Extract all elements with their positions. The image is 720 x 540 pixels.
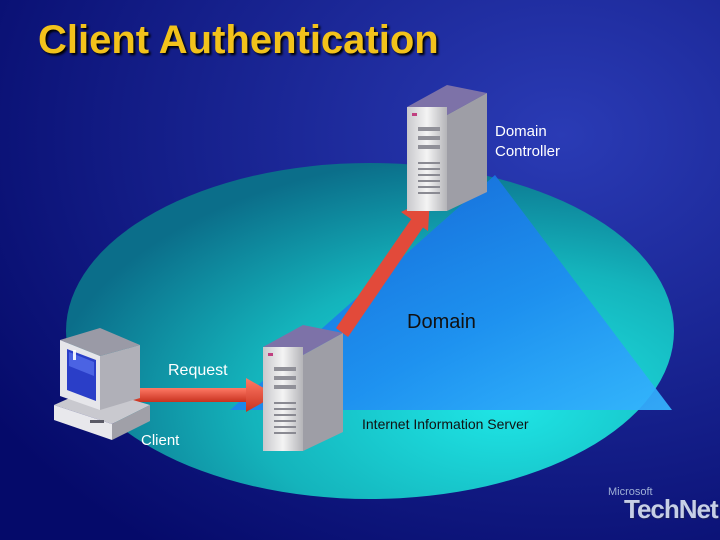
request-label: Request xyxy=(168,362,228,379)
iis-label: Internet Information Server xyxy=(362,416,529,432)
client-computer-icon xyxy=(54,328,150,440)
domain-controller-label-line2: Controller xyxy=(495,143,561,160)
domain-label: Domain xyxy=(407,311,476,333)
client-label: Client xyxy=(141,432,180,449)
slide-title: Client Authentication xyxy=(38,18,439,62)
logo-microsoft-text: Microsoft xyxy=(608,486,653,498)
domain-controller-label-line1: Domain xyxy=(495,123,547,140)
domain-controller-label: Domain Controller xyxy=(495,122,560,162)
logo-technet-text: TechNet xyxy=(624,494,719,524)
iis-server-icon xyxy=(263,325,343,451)
domain-controller-server-icon xyxy=(407,85,487,211)
